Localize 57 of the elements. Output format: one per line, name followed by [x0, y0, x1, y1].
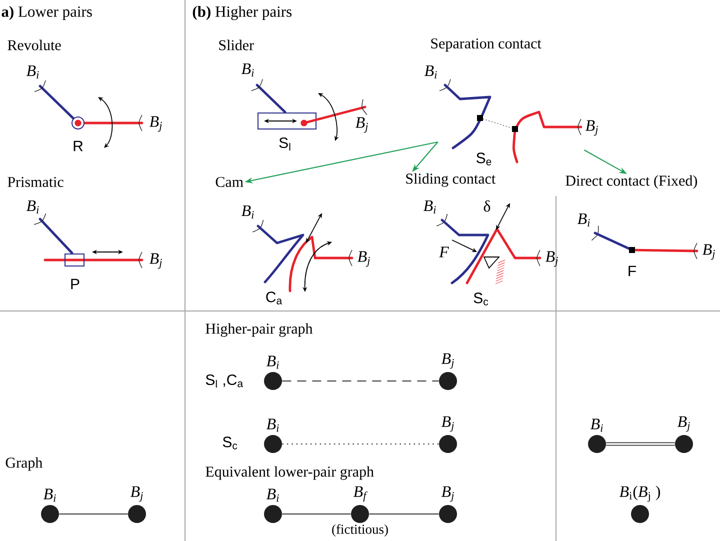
joint-heading: Revolute: [8, 40, 61, 50]
graph-heading: Graph: [6, 457, 42, 471]
panel-title: (b) Higher pairs: [192, 6, 292, 20]
contact-heading: Cam: [216, 176, 244, 188]
node-label: B$_{i}$: [266, 488, 279, 502]
separation-contact-drawing: [439, 78, 582, 164]
body-label: B$_{j}$: [702, 244, 715, 260]
body-label: B$_{i}$: [241, 63, 254, 77]
connector-line: [282, 513, 351, 515]
joint-heading: Slider: [219, 40, 254, 50]
panel-title: a) Lower pairs: [2, 6, 92, 20]
node-label: B$_{j}$: [677, 416, 690, 432]
node-label: B$_{i}$(B$_{j}$ ): [619, 486, 660, 502]
body-label: B$_{i}$: [423, 200, 436, 214]
row-label: S$_{c}$: [222, 436, 238, 450]
node-label: B$_{j}$: [130, 486, 143, 502]
node-caption: (fictitious): [332, 524, 388, 537]
body-label: B$_{i}$: [241, 205, 254, 219]
node-label: B$_{i}$: [43, 488, 56, 502]
body-label: B$_{j}$: [585, 120, 598, 136]
connector-line: [282, 443, 439, 445]
joint-label: S$_{e}$: [476, 152, 492, 166]
symbol-label: δ: [484, 200, 490, 212]
joint-label: S$_{c}$: [474, 292, 488, 306]
symbol-label: F: [439, 246, 450, 258]
joint-heading: Separation contact: [431, 38, 542, 52]
node-label: B$_{i}$: [590, 418, 603, 432]
body-label: B$_{i}$: [577, 213, 590, 227]
joint-label: R: [74, 140, 83, 152]
graph-heading: Equivalent lower-pair graph: [206, 466, 374, 480]
node-label: B$_{f}$: [353, 486, 368, 502]
body-label: B$_{j}$: [357, 251, 370, 267]
joint-label: S$_{l}$: [279, 137, 290, 151]
body-label: B$_{j}$: [355, 117, 368, 133]
body-label: B$_{i}$: [26, 65, 39, 79]
node-label: B$_{j}$: [441, 416, 454, 432]
node-label: B$_{i}$: [266, 356, 279, 369]
joint-label: C$_{a}$: [266, 292, 282, 304]
contact-heading: Sliding contact: [406, 173, 496, 187]
joint-heading: Prismatic: [8, 176, 64, 188]
row-label: S$_{l}$ ,C$_{a}$: [206, 374, 244, 388]
node-label: B$_{j}$: [441, 486, 454, 502]
joint-label: F: [628, 266, 636, 276]
body-label: B$_{j}$: [149, 253, 162, 269]
body-label: B$_{j}$: [149, 116, 162, 132]
connector-line: [59, 513, 128, 515]
body-label: B$_{i}$: [26, 200, 39, 214]
graph-heading: Higher-pair graph: [206, 323, 313, 337]
connector-line: [282, 380, 439, 382]
node-label: B$_{j}$: [441, 353, 454, 369]
joint-label: P: [71, 278, 80, 290]
node-label: B$_{i}$: [266, 418, 279, 432]
contact-heading: Direct contact (Fixed): [566, 175, 697, 189]
connector-line: [606, 442, 675, 446]
body-label: B$_{j}$: [545, 251, 558, 267]
connector-line: [369, 513, 439, 515]
body-label: B$_{i}$: [424, 65, 437, 79]
